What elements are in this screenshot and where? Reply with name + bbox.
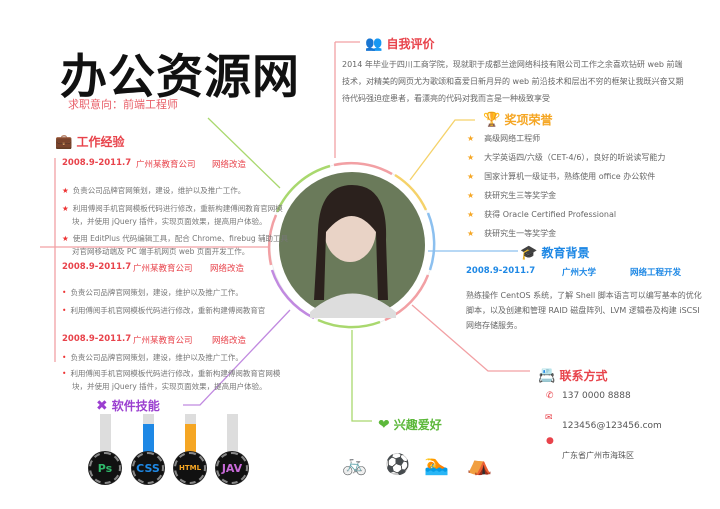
contact-header: 📇 联系方式 [538, 367, 607, 384]
medal-icon: 🏆 [483, 111, 501, 128]
work-bullet: •负责公司品牌官网策划，建设，维护以及推广工作。 [62, 353, 243, 362]
work-company: 广州某教育公司 [136, 160, 196, 170]
work-role: 网络改造 [212, 160, 247, 170]
skill-level-fill [143, 424, 154, 454]
work-role: 网络改造 [212, 336, 247, 346]
skill-level-bar [227, 414, 238, 454]
skill-level-fill [185, 424, 196, 454]
soccer-icon: ⚽ [385, 452, 410, 476]
self-eval-title: 自我评价 [386, 37, 435, 51]
award-item: ★获得 Oracle Certified Professional [467, 210, 617, 219]
work-header: 💼 工作经验 [55, 133, 124, 150]
text-line: 待代码强迫症患者，看漂亮的代码对我而言是一种极致享受 [342, 94, 550, 103]
star-icon: ★ [467, 229, 475, 238]
hobbies-header: ❤ 兴趣爱好 [378, 416, 442, 433]
job-intent: 求职意向：前端工程师 [68, 98, 178, 111]
award-item: ★获研究生一等奖学金 [467, 229, 557, 238]
star-icon: ★ [467, 134, 475, 143]
education-school: 广州大学 [562, 268, 597, 278]
work-company: 广州某教育公司 [133, 264, 193, 274]
tent-icon: ⛺ [467, 452, 492, 476]
work-company: 广州某教育公司 [133, 336, 193, 346]
resume-name: 办公资源网 [60, 50, 300, 105]
phone-icon: ✆ [546, 391, 554, 401]
work-bullet: ★使用 EditPlus 代码编辑工具，配合 Chrome、firebug 辅助… [62, 234, 289, 243]
work-bullet: •负责公司品牌官网策划，建设，维护以及推广工作。 [62, 288, 243, 297]
text-line: 技术，对精美的网页尤为歌颂和喜爱日新月异的 web 前沿技术和层出不穷的框架让我… [342, 77, 684, 86]
location-pin-icon: ● [546, 436, 554, 446]
swimming-icon: 🏊 [424, 452, 449, 476]
id-card-icon: 📇 [538, 367, 556, 384]
contact-email: 123456@123456.com [562, 421, 662, 431]
award-item: ★大学英语四/六级（CET-4/6），良好的听说读写能力 [467, 153, 666, 162]
skill-badge: HTML [174, 452, 206, 484]
tools-icon: ✖ [96, 397, 108, 414]
hobbies-title: 兴趣爱好 [393, 418, 442, 432]
photo-hair [314, 185, 388, 300]
education-date: 2008.9-2011.7 [466, 266, 536, 276]
work-date: 2008.9-2011.7 [62, 262, 132, 272]
award-item: ★国家计算机一级证书，熟练使用 office 办公软件 [467, 172, 656, 181]
contact-address: 广东省广州市海珠区 [562, 451, 634, 460]
work-bullet: ★负责公司品牌官网策划，建设，维护以及推广工作。 [62, 186, 246, 195]
skills-title: 软件技能 [111, 399, 160, 413]
skill-badge: JAV [216, 452, 248, 484]
text-line: 2014 年毕业于四川工商学院，现就职于成都兰途网络科技有限公司工作之余喜欢钻研… [342, 60, 683, 69]
work-bullet: ★利用傅阅手机官网模板代码进行修改，重新构建傅阅教育官网模 [62, 204, 283, 213]
star-icon: ★ [467, 172, 475, 181]
skill-badge: Ps [89, 452, 121, 484]
work-role: 网络改造 [210, 264, 245, 274]
work-bullet: •利用傅阅手机官网模板代码进行修改，重新构建傅阅教育官网模 [62, 369, 281, 378]
email-icon: ✉ [545, 413, 553, 423]
graduation-cap-icon: 🎓 [520, 244, 538, 261]
award-item: ★高级网络工程师 [467, 134, 541, 143]
star-icon: ★ [467, 191, 475, 200]
work-bullet-cont: 块，并使用 jQuery 插件，实现页面效果，提高用户体验。 [72, 217, 267, 226]
skill-level-bar [143, 414, 154, 454]
work-bullet-cont: 对官网移动端及 PC 端手机网页 web 页面开发工作。 [72, 247, 250, 256]
work-bullet-cont: 块，并使用 jQuery 插件，实现页面效果，提高用户体验。 [72, 382, 267, 391]
contact-title: 联系方式 [559, 369, 608, 383]
skill-level-bar [100, 414, 111, 454]
self-eval-header: 👥 自我评价 [365, 35, 434, 52]
skill-level-bar [185, 414, 196, 454]
contact-phone: 137 0000 8888 [562, 391, 631, 401]
work-title: 工作经验 [76, 135, 125, 149]
skill-badge: CSS [132, 452, 164, 484]
education-major: 网络工程开发 [630, 268, 682, 278]
briefcase-icon: 💼 [55, 133, 73, 150]
awards-header: 🏆 奖项荣誉 [483, 111, 552, 128]
education-title: 教育背景 [541, 246, 590, 260]
user-group-icon: 👥 [365, 35, 383, 52]
award-item: ★获研究生三等奖学金 [467, 191, 557, 200]
self-eval-text: 2014 年毕业于四川工商学院，现就职于成都兰途网络科技有限公司工作之余喜欢钻研… [342, 56, 684, 107]
work-bullet: •利用傅阅手机官网模板代码进行修改，重新构建傅阅教育官 [62, 306, 266, 315]
photo-shoulders [310, 293, 396, 318]
work-date: 2008.9-2011.7 [62, 158, 132, 168]
work-date: 2008.9-2011.7 [62, 334, 132, 344]
skills-header: ✖ 软件技能 [96, 397, 160, 414]
star-icon: ★ [467, 210, 475, 219]
star-icon: ★ [467, 153, 475, 162]
education-header: 🎓 教育背景 [520, 244, 589, 261]
heart-icon: ❤ [378, 416, 390, 433]
education-desc: 熟练操作 CentOS 系统，了解 Shell 脚本语言可以编写基本的优化脚本，… [466, 291, 702, 330]
photo-ring [267, 161, 436, 329]
awards-title: 奖项荣誉 [504, 113, 553, 127]
cycling-icon: 🚲 [342, 452, 367, 476]
